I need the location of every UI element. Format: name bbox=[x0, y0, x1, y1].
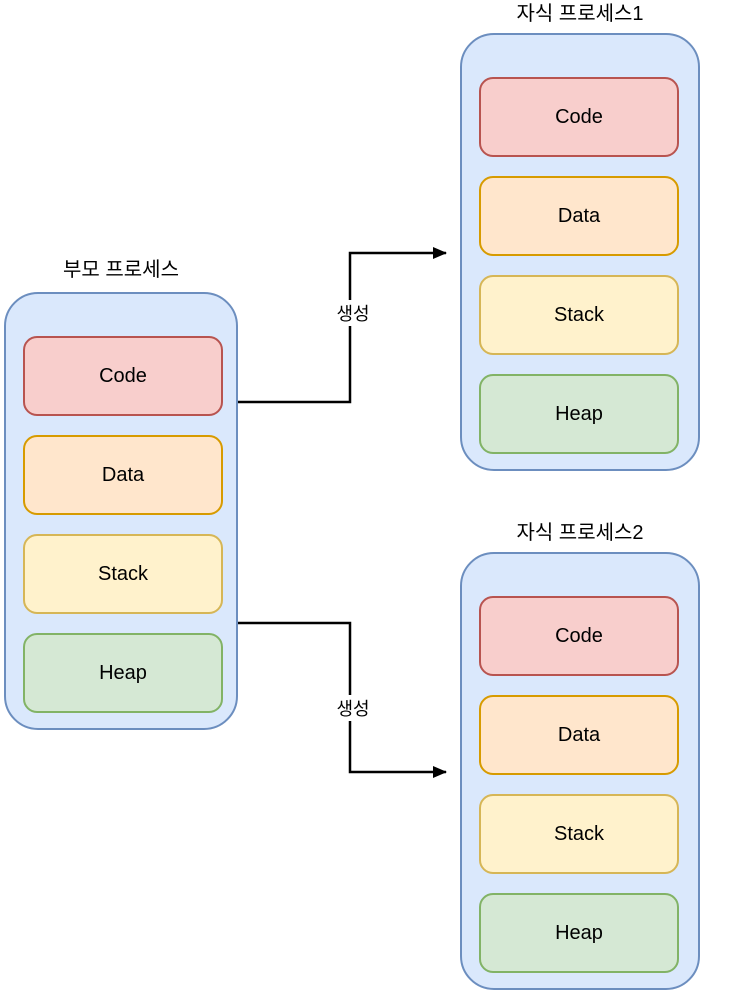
child2-segment-code: Code bbox=[479, 596, 679, 676]
child1-process-title: 자식 프로세스1 bbox=[516, 3, 644, 25]
child1-segment-data: Data bbox=[479, 176, 679, 256]
child1-segment-heap: Heap bbox=[479, 374, 679, 454]
arrow-label-create-1: 생성 bbox=[334, 300, 372, 326]
child2-segment-stack: Stack bbox=[479, 794, 679, 874]
parent-segment-heap: Heap bbox=[23, 633, 223, 713]
child2-segment-data: Data bbox=[479, 695, 679, 775]
child2-segment-heap: Heap bbox=[479, 893, 679, 973]
arrow-label-create-2: 생성 bbox=[334, 695, 372, 721]
arrow-parent-to-child1 bbox=[238, 247, 447, 404]
parent-segment-code: Code bbox=[23, 336, 223, 416]
child2-process-box: Code Data Stack Heap bbox=[460, 552, 700, 990]
parent-segment-data: Data bbox=[23, 435, 223, 515]
child1-segment-stack: Stack bbox=[479, 275, 679, 355]
parent-process-box: Code Data Stack Heap bbox=[4, 292, 238, 730]
child2-process-title: 자식 프로세스2 bbox=[516, 522, 644, 544]
child1-segment-code: Code bbox=[479, 77, 679, 157]
child1-process-box: Code Data Stack Heap bbox=[460, 33, 700, 471]
parent-segment-stack: Stack bbox=[23, 534, 223, 614]
parent-process-title: 부모 프로세스 bbox=[63, 259, 179, 281]
